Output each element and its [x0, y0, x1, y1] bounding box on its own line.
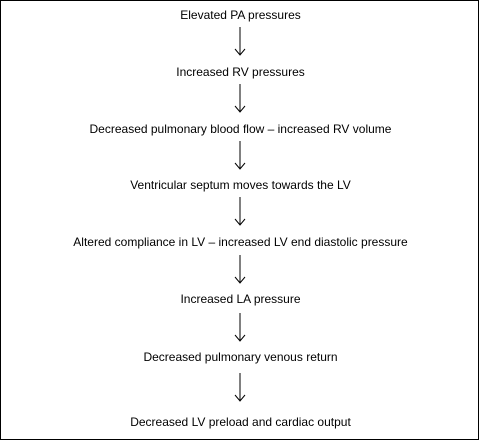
down-arrow-icon: [233, 27, 247, 57]
step-ventricular-septum-moves: Ventricular septum moves towards the LV: [130, 178, 351, 192]
step-decreased-pulmonary-blood-flow: Decreased pulmonary blood flow – increas…: [89, 122, 392, 136]
down-arrow-icon: [233, 141, 247, 171]
down-arrow-icon: [233, 84, 247, 114]
down-arrow-icon: [233, 255, 247, 285]
down-arrow-icon: [233, 313, 247, 343]
step-decreased-pulmonary-venous-return: Decreased pulmonary venous return: [143, 350, 338, 364]
down-arrow-icon: [233, 197, 247, 227]
step-altered-compliance-lv: Altered compliance in LV – increased LV …: [73, 235, 408, 249]
down-arrow-icon: [233, 373, 247, 403]
step-decreased-lv-preload: Decreased LV preload and cardiac output: [130, 415, 351, 429]
step-elevated-pa-pressures: Elevated PA pressures: [180, 8, 301, 22]
step-increased-la-pressure: Increased LA pressure: [180, 292, 301, 306]
step-increased-rv-pressures: Increased RV pressures: [176, 65, 305, 79]
